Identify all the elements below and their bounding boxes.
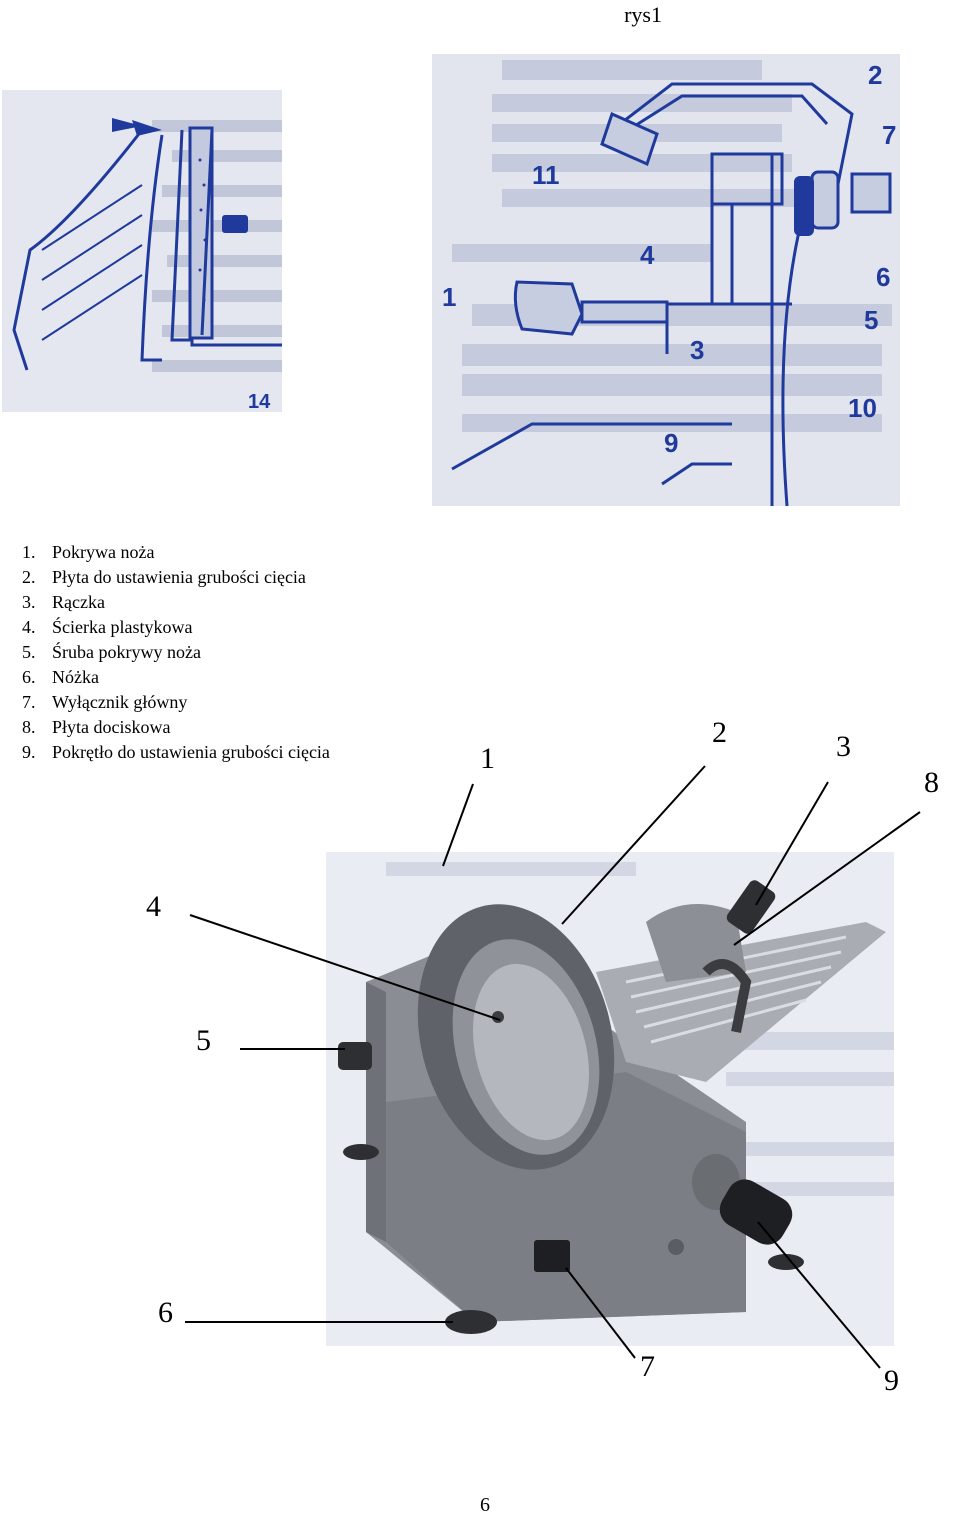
schematic-label-7: 7 [882,120,896,150]
slicer-photo [326,852,894,1346]
schematic-label-6: 6 [876,262,890,292]
callout-label-5: 5 [196,1024,211,1057]
schematic-label-4: 4 [640,240,655,270]
list-item: 9.Pokrętło do ustawienia grubości cięcia [22,742,330,762]
figure-reference: rys1 [624,2,662,27]
schematic-label-5: 5 [864,305,878,335]
parts-list: 1.Pokrywa noża 2.Płyta do ustawienia gru… [22,540,330,765]
callout-label-3: 3 [836,730,851,763]
callout-label-8: 8 [924,766,939,799]
schematic-label-11: 11 [532,160,560,190]
schematic-label-2: 2 [868,60,882,90]
schematic-label-3: 3 [690,335,704,365]
list-item: 6.Nóżka [22,667,99,687]
list-item: 2.Płyta do ustawienia grubości cięcia [22,567,306,587]
page-number: 6 [480,1494,490,1516]
blade-cover-schematic: 14 [2,90,282,412]
list-item: 5.Śruba pokrywy noża [22,642,201,662]
list-item: 7.Wyłącznik główny [22,692,188,712]
callout-label-9: 9 [884,1364,899,1397]
schematic-label-1: 1 [442,282,456,312]
schematic-label-9: 9 [664,428,678,458]
callout-label-6: 6 [158,1296,173,1329]
list-item: 3.Rączka [22,592,105,612]
schematic-label-10: 10 [848,393,877,423]
callout-label-2: 2 [712,716,727,749]
list-item: 4.Ścierka plastykowa [22,617,193,637]
callout-label-4: 4 [146,890,161,923]
slicer-side-schematic: 2 7 11 4 6 1 5 3 10 9 [432,54,900,506]
figure-left-label: 14 [248,391,271,412]
callout-label-1: 1 [480,742,495,775]
list-item: 1.Pokrywa noża [22,542,155,562]
callout-label-7: 7 [640,1350,655,1383]
list-item: 8.Płyta dociskowa [22,717,171,737]
